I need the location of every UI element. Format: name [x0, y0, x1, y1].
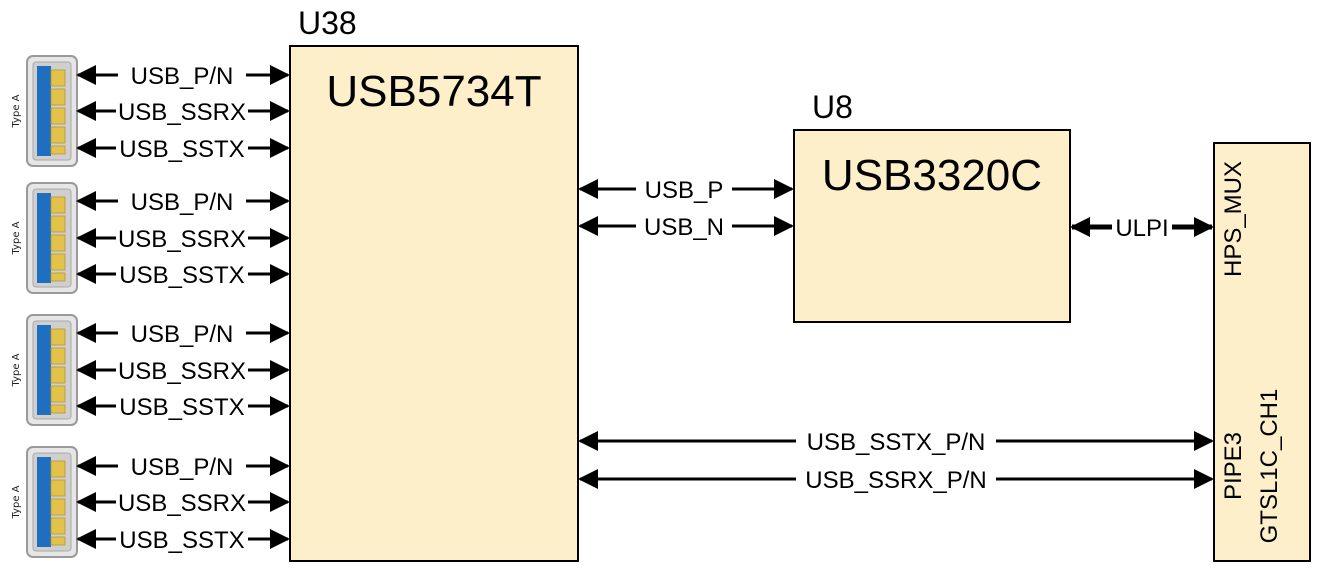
pipe3-label: PIPE3	[1220, 432, 1247, 500]
u8-part-label: USB3320C	[822, 151, 1042, 200]
hps-block	[1213, 142, 1311, 562]
connector-1-signal-label-1: USB_SSRX	[118, 226, 246, 253]
connector-3-signal-label-2: USB_SSTX	[119, 527, 244, 554]
connector-2-signal-label-2: USB_SSTX	[119, 394, 244, 421]
connector-0-signal-label-1: USB_SSRX	[118, 99, 246, 126]
u8-block	[793, 129, 1071, 323]
u38-block	[289, 45, 579, 562]
pipe-label-1: USB_SSRX_P/N	[805, 467, 986, 494]
connector-type-label: Type A	[11, 485, 22, 519]
gtsl-label: GTSL1C_CH1	[1256, 389, 1283, 544]
usb-connector-1: Type A	[11, 182, 78, 294]
hps-mux-label: HPS_MUX	[1220, 161, 1247, 277]
connector-2-signal-label-1: USB_SSRX	[118, 358, 246, 385]
connector-0-signal-label-0: USB_P/N	[131, 63, 234, 90]
usb-connector-0: Type A	[11, 55, 78, 167]
u38-u8-label-0: USB_P	[645, 177, 724, 204]
pipe-label-0: USB_SSTX_P/N	[807, 429, 986, 456]
connector-1-signal-label-2: USB_SSTX	[119, 262, 244, 289]
connector-type-label: Type A	[11, 94, 22, 128]
u38-ref-label: U38	[298, 5, 357, 41]
connector-type-label: Type A	[11, 353, 22, 387]
u38-u8-label-1: USB_N	[644, 214, 724, 241]
u38-part-label: USB5734T	[326, 67, 541, 116]
connector-1-signal-label-0: USB_P/N	[131, 189, 234, 216]
usb-connector-3: Type A	[11, 446, 78, 558]
connector-2-signal-label-0: USB_P/N	[131, 321, 234, 348]
ulpi-label: ULPI	[1115, 215, 1168, 242]
usb-connector-2: Type A	[11, 314, 78, 426]
connector-3-signal-label-1: USB_SSRX	[118, 490, 246, 517]
connector-type-label: Type A	[11, 221, 22, 255]
connector-0-signal-label-2: USB_SSTX	[119, 136, 244, 163]
u8-ref-label: U8	[812, 89, 853, 125]
connector-3-signal-label-0: USB_P/N	[131, 454, 234, 481]
